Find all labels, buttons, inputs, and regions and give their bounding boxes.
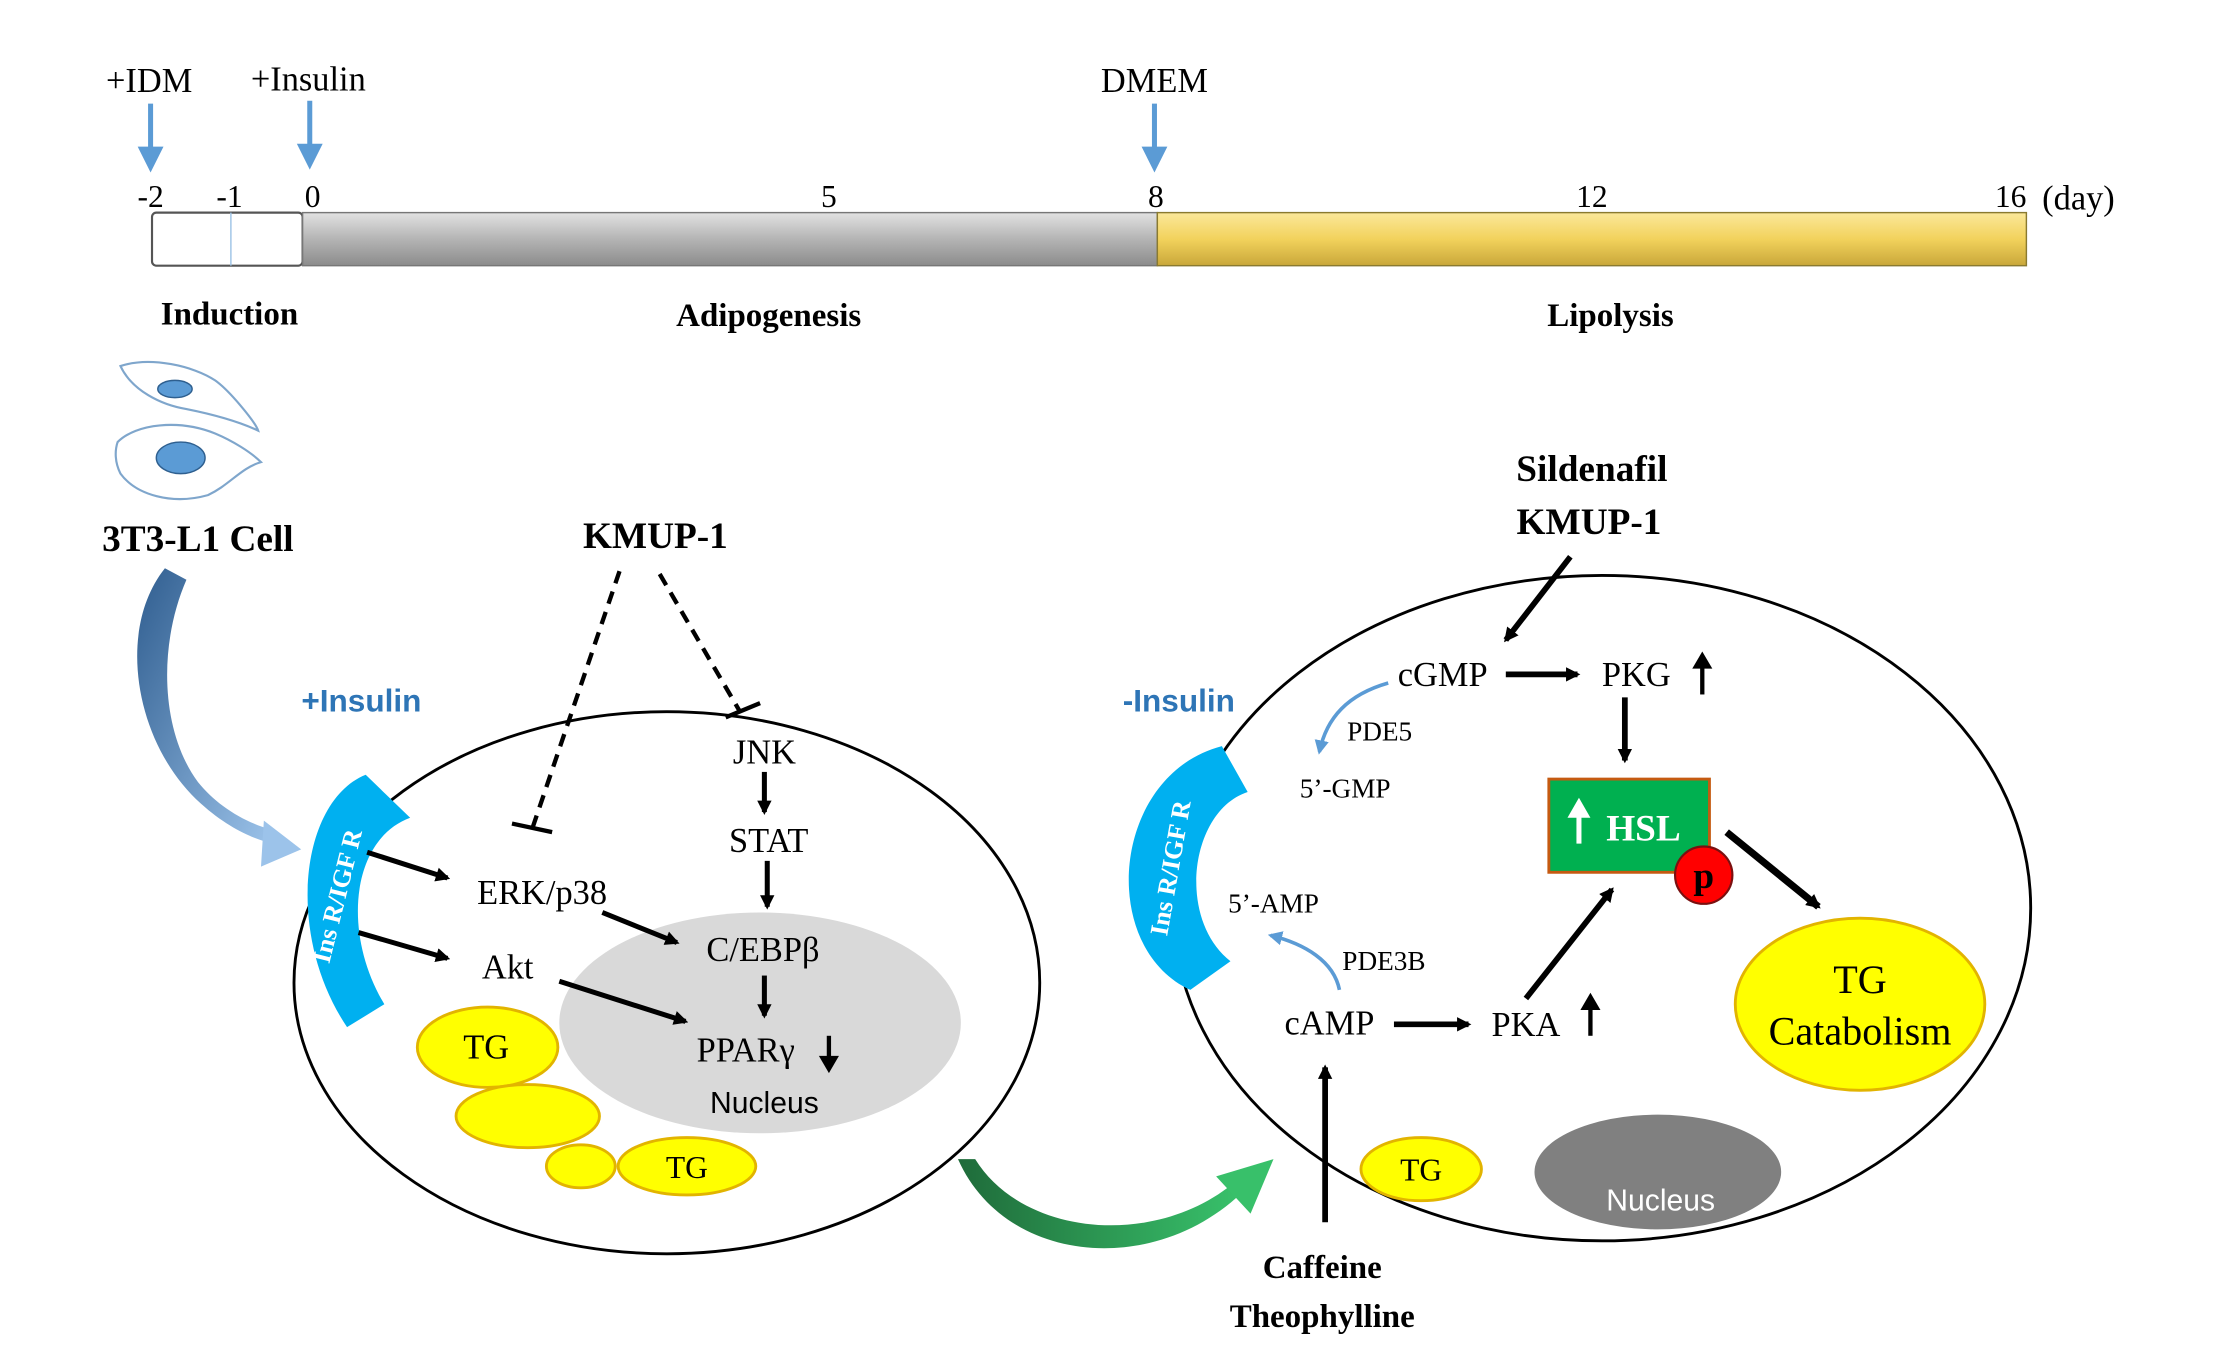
nucleus-label: Nucleus [710,1087,819,1120]
tg-droplet [616,1136,758,1197]
phosphorylation-badge [1673,845,1734,905]
up-arrow-icon [1580,992,1601,1036]
tick-minus-1: -1 [216,179,242,214]
inhibition-bar [724,701,761,720]
down-arrow-icon [1141,103,1168,173]
tg-catabolism [1733,916,1987,1092]
pde5-label: PDE5 [1347,716,1412,746]
degradation-arrow [1267,931,1342,991]
arrow [366,849,451,882]
kmup1-label: KMUP-1 [1517,502,1662,543]
degradation-arrow [1314,681,1389,755]
day-unit-label: (day) [2042,180,2115,218]
tg-label: TG [463,1029,509,1067]
tick-16: 16 [1995,179,2027,214]
akt-node: Akt [482,948,534,986]
inhibition-line [657,572,742,713]
insulin-free-condition-label: -Insulin [1123,683,1235,719]
idm-label: +IDM [106,62,192,100]
timeline: +IDM +Insulin DMEM -2 -1 0 5 8 12 16 (da… [106,61,2115,334]
jnk-node: JNK [733,733,796,771]
pparg-node: PPARγ [697,1032,795,1070]
insulin-condition-label: +Insulin [301,683,421,719]
tg-droplet [415,1005,560,1089]
dmem-label: DMEM [1101,62,1208,100]
tick-5: 5 [821,179,837,214]
tg-label: TG [1400,1153,1442,1188]
insulin-free-cell: -Insulin Ins R/IGF R Sildenafil KMUP-1 c… [1123,449,2033,1243]
insulin-receptor [1128,746,1248,990]
lipolysis-bar [1156,211,2028,267]
cebpb-node: C/EBPβ [706,931,819,969]
up-arrow-icon [1692,651,1713,695]
amp5-label: 5’-AMP [1228,888,1319,918]
down-arrow-icon [296,100,323,170]
nucleus [559,912,961,1134]
adipogenesis-label: Adipogenesis [676,298,861,334]
tg-label: TG [666,1150,708,1185]
down-arrow-icon [137,103,164,173]
erk-p38-node: ERK/p38 [477,874,607,912]
tg-droplet [1359,1136,1483,1203]
up-arrow-icon [1567,797,1591,844]
arrow [357,930,451,963]
lipolysis-label: Lipolysis [1547,298,1674,334]
tick-12: 12 [1576,179,1608,214]
catabolism-tg-label: TG [1833,957,1887,1002]
insulin-receptor [307,774,411,1028]
arrow [1724,829,1821,910]
hsl-label: HSL [1606,809,1681,850]
arrow [1503,555,1573,643]
tg-droplet [454,1083,601,1150]
nucleus-label: Nucleus [1606,1185,1715,1218]
tick-minus-2: -2 [137,179,163,214]
tg-droplet [544,1143,617,1190]
pka-node: PKA [1491,1006,1560,1044]
insulin-label: +Insulin [251,61,366,99]
phosphorylation-label: p [1693,856,1714,897]
kmup1-label: KMUP-1 [583,516,728,557]
insulin-treated-cell: Nucleus +Insulin Ins R/IGF R KMUP-1 JNK … [292,516,1042,1256]
fibroblast-cells-icon [114,360,264,501]
down-arrow-icon [818,1035,839,1074]
induction-bar [150,211,304,267]
nucleus [1534,1114,1782,1230]
tick-8: 8 [1148,179,1164,214]
pde3b-label: PDE3B [1342,946,1425,976]
curved-arrow-icon [137,568,302,867]
arrow [601,910,680,945]
adipogenesis-bar [301,211,1159,267]
induction-label: Induction [161,296,298,332]
caffeine-label: Caffeine [1263,1250,1382,1286]
camp-node: cAMP [1284,1004,1374,1042]
tick-0: 0 [305,179,321,214]
arrow [1523,887,1615,1001]
stat-node: STAT [729,822,808,860]
curved-arrow-icon [957,1159,1274,1249]
cgmp-node: cGMP [1398,656,1488,694]
cell-line-label: 3T3-L1 Cell [102,519,294,560]
catabolism-label: Catabolism [1769,1008,1952,1053]
theophylline-label: Theophylline [1230,1299,1415,1335]
sildenafil-label: Sildenafil [1516,449,1667,490]
pkg-node: PKG [1602,656,1671,694]
inhibition-line [530,570,622,830]
gmp5-label: 5’-GMP [1300,774,1391,804]
inhibition-bar [511,821,553,835]
arrow [558,978,689,1025]
